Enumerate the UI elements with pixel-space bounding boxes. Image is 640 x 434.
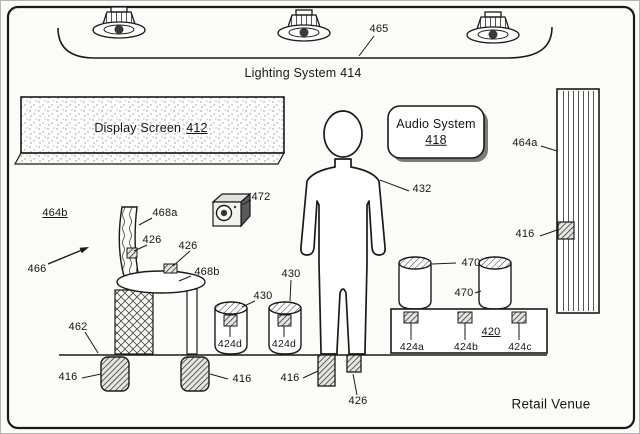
foot-sensor-block [317, 354, 336, 387]
leader-468a [138, 217, 153, 226]
leader-416-panel [539, 229, 558, 237]
chair-seat-sensor [163, 263, 178, 274]
lighting-canopy-line [57, 26, 553, 59]
chair-base-lattice [114, 289, 154, 355]
display-screen-shape [13, 96, 286, 165]
leader-lines [81, 35, 558, 396]
chair-back-sensor [126, 247, 138, 259]
platform-sensor-b [457, 311, 473, 324]
cylinder-470-right [478, 256, 512, 310]
leader-426-seat [172, 250, 191, 267]
leader-470-b [474, 290, 482, 294]
leader-416-left [81, 373, 102, 379]
person-figure [300, 110, 386, 355]
platform-sensor-a [403, 311, 419, 324]
leader-416-foot [302, 370, 319, 379]
platform-sensor-c [511, 311, 527, 324]
chair-foot-block [100, 356, 130, 392]
panel-sensor-block [557, 221, 575, 240]
foot-sensor-small [346, 354, 362, 373]
leader-465 [358, 35, 375, 57]
cylinder-424d-left [214, 301, 248, 355]
cylinder-470-left [398, 256, 432, 310]
leader-468b [178, 275, 192, 282]
camera-icon [211, 192, 252, 228]
leader-430-b [289, 279, 292, 302]
chair-leg [186, 288, 198, 355]
chair-seat [116, 270, 206, 294]
side-panel-shape [556, 88, 600, 314]
chair-shape [114, 206, 206, 355]
chair-back [118, 206, 141, 284]
leader-470-a [431, 262, 457, 265]
leader-416-right [209, 373, 229, 380]
audio-system-box [387, 105, 488, 162]
arrow-466 [47, 247, 89, 265]
leader-426-foot [352, 373, 358, 396]
person-head [323, 110, 363, 158]
leader-432 [379, 179, 410, 192]
leader-464a [540, 145, 558, 152]
leader-472 [241, 199, 252, 206]
leader-430-a [241, 300, 256, 308]
figure-frame [6, 5, 636, 430]
platform-shape [390, 308, 548, 354]
chair-foot-block [180, 356, 210, 392]
cylinder-424d-right [268, 301, 302, 355]
light-fixture-icon [277, 9, 331, 42]
light-fixture-icon [466, 11, 520, 44]
light-fixture-icon [92, 6, 146, 39]
leader-462 [84, 331, 99, 354]
leader-426-back [133, 244, 148, 252]
